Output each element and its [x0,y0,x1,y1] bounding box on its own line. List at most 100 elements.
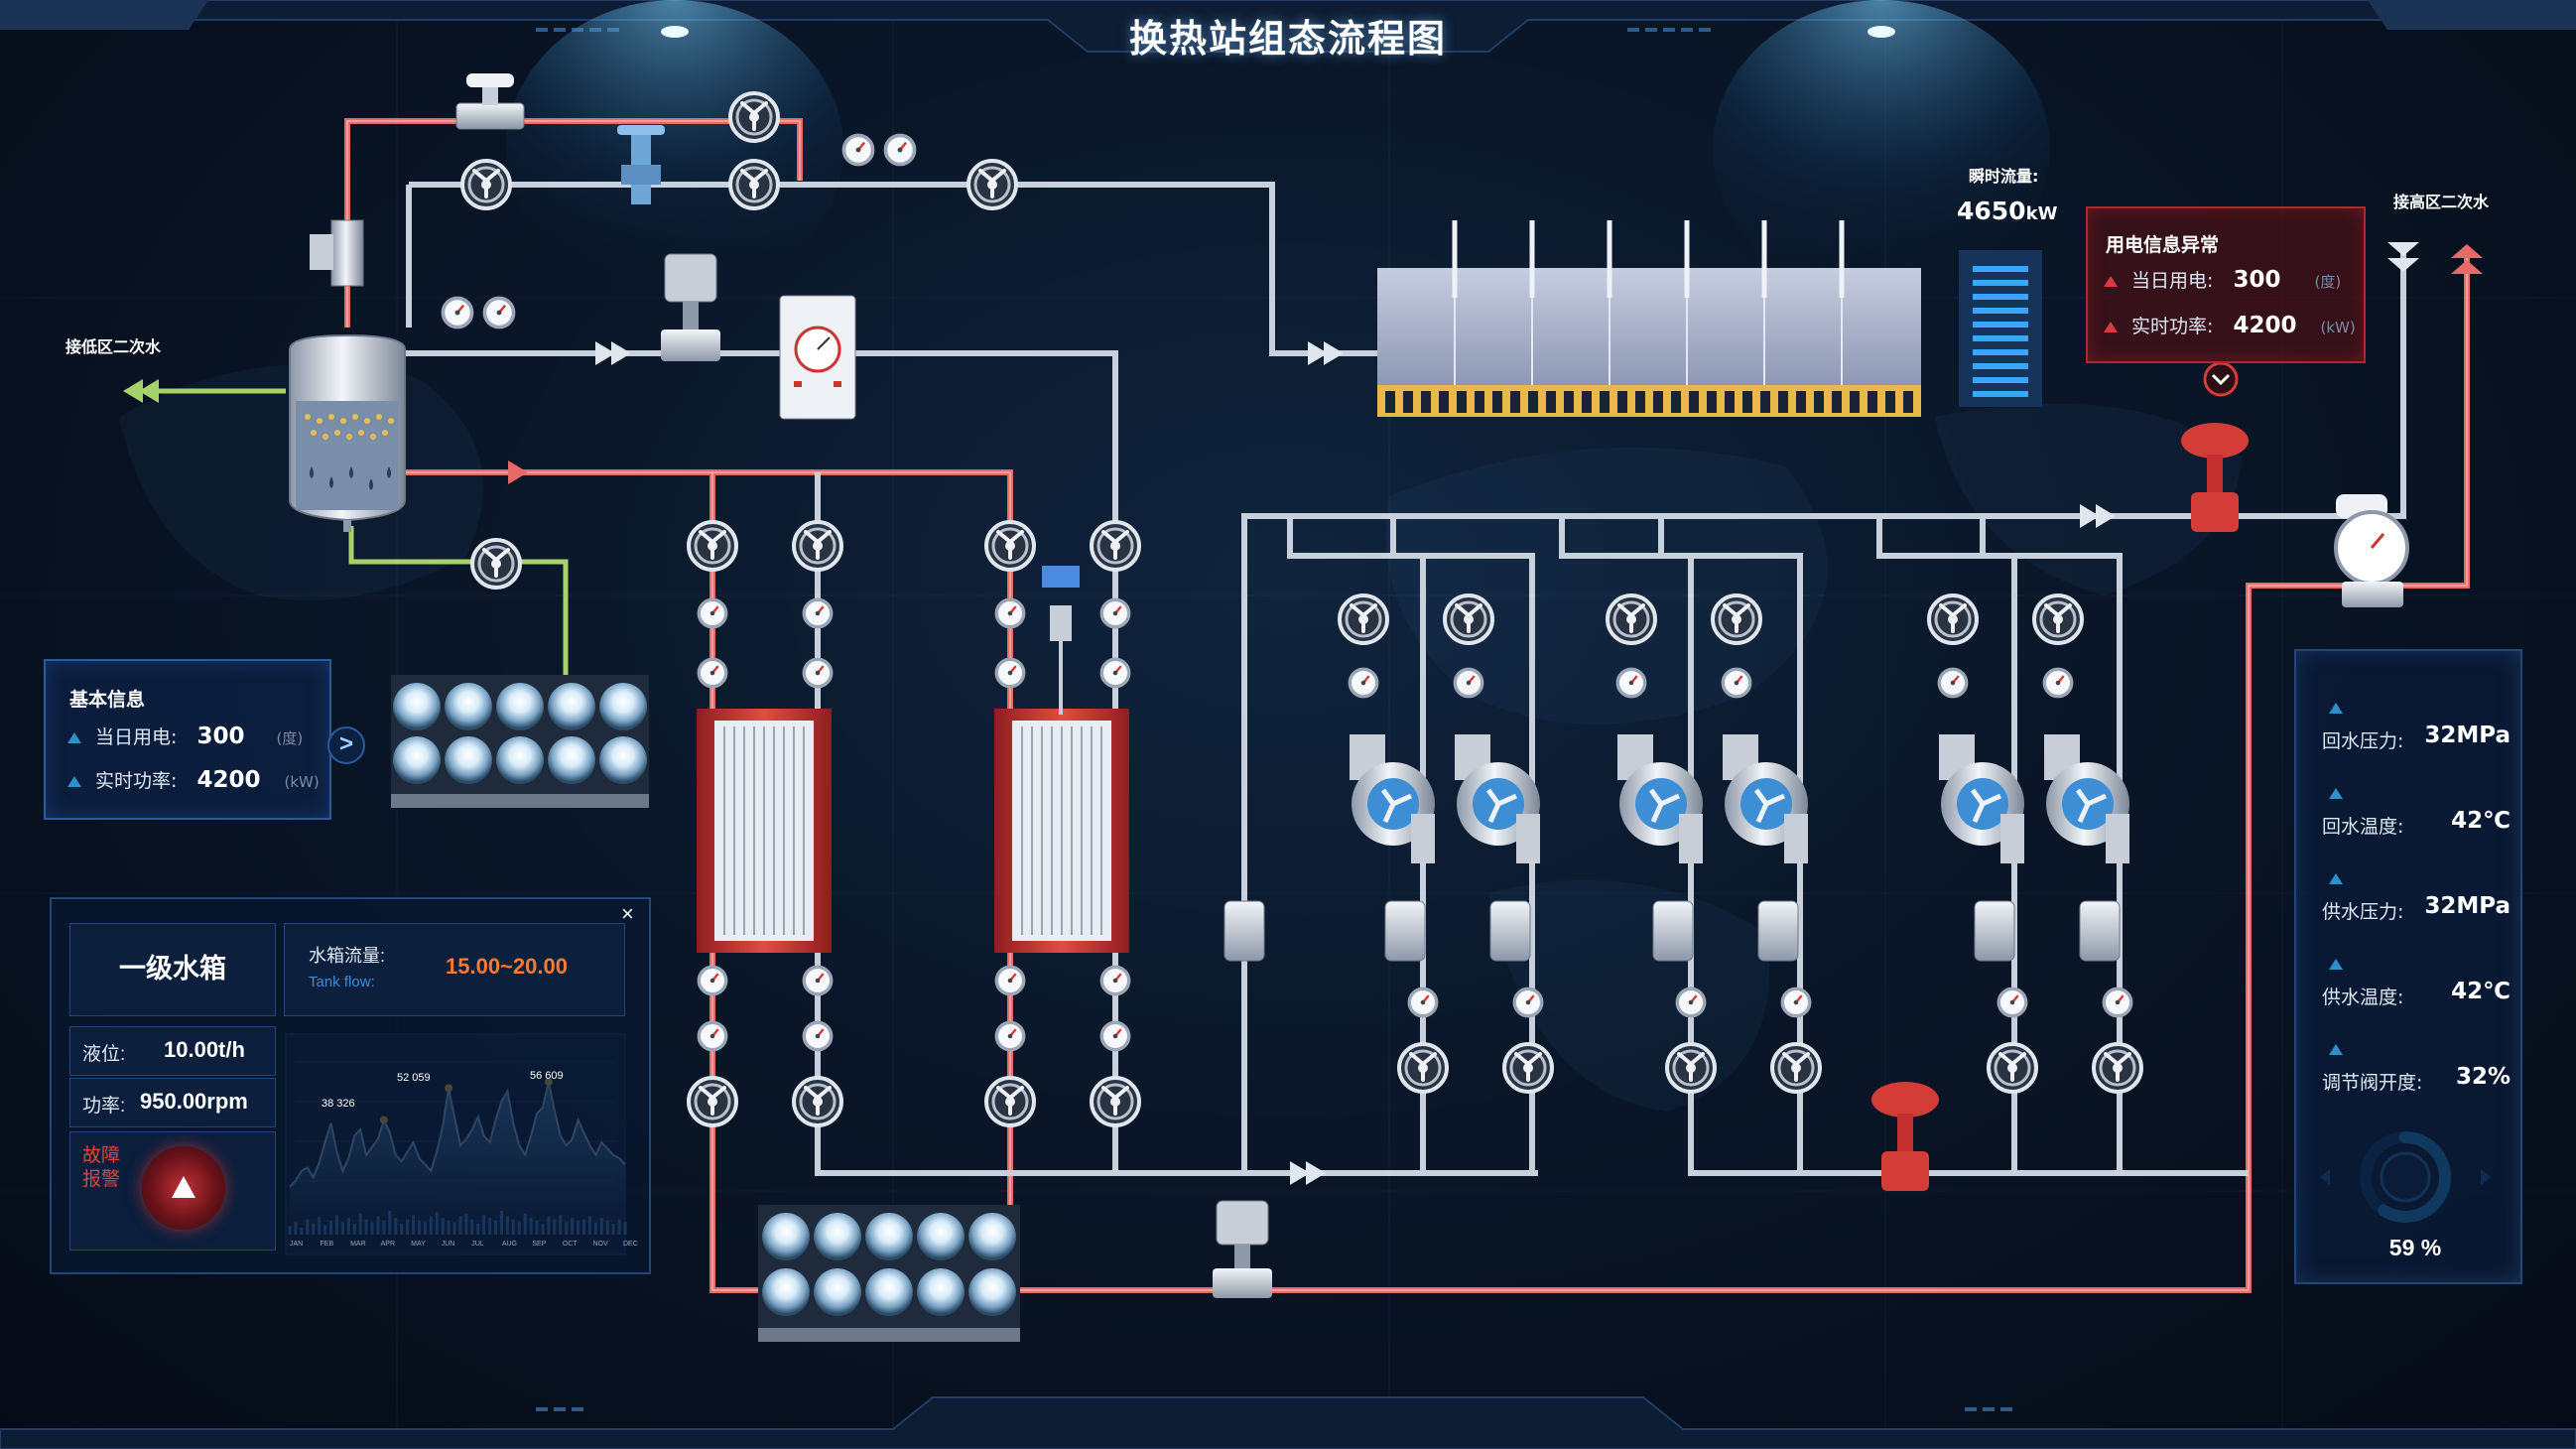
level-label: 液位: [82,1044,126,1065]
chart-x-tick: JAN [290,1241,304,1248]
chart-x-tick: NOV [592,1241,608,1248]
power-box: 功率: 950.00rpm [69,1078,276,1127]
chevron-right-icon[interactable]: > [327,726,365,764]
basic-info-title: 基本信息 [69,689,146,711]
control-valve-icon[interactable] [661,253,720,361]
alarm-info-panel: 用电信息异常 当日用电: 300 (度) 实时功率: 4200 (kW) [2086,206,2366,363]
pressure-gauge-icon [841,133,875,167]
chart-x-tick: FEB [320,1241,334,1248]
fault-alarm-box: 故障报警 [69,1131,276,1251]
alarm-daily-power-value: 300 [2233,267,2281,293]
low-zone-label: 接低区二次水 [65,337,162,356]
tank-flow-sublabel: Tank flow: [309,974,375,990]
return-pressure-label: 回水压力: [2322,730,2404,752]
supply-pressure-label: 供水压力: [2322,901,2404,923]
chart-x-tick: APR [380,1241,396,1248]
green-pipes [139,388,569,675]
power-label: 功率: [82,1096,126,1117]
supply-temp-value: 42℃ [2451,979,2511,1004]
check-valves[interactable] [1224,900,2121,962]
flow-arrows [595,341,2116,1185]
tank-flow-box: 水箱流量: Tank flow: 15.00~20.00 [284,923,625,1016]
alarm-power-rate-value: 4200 [2233,313,2297,338]
gate-valve-icon[interactable] [455,73,525,130]
return-pressure-value: 32MPa [2424,723,2511,748]
heat-exchanger-icon [697,709,832,953]
basic-daily-power-value: 300 [196,724,245,749]
radiator-bank-icon [1377,220,1921,417]
separator-tank-icon[interactable] [289,219,406,532]
basic-info-panel: 基本信息 当日用电: 300 (度) 实时功率: 4200 (kW) [44,659,331,820]
basic-power-rate-row: 实时功率: 4200 (kW) [67,766,320,793]
spotlight-right [1713,0,2050,298]
alarm-power-rate-unit: (kW) [2320,319,2356,336]
water-tank-icon [391,675,649,808]
pump-icons[interactable] [1350,734,2129,863]
return-temp-label: 回水温度: [2322,816,2404,838]
close-icon[interactable]: × [621,901,634,926]
basic-power-rate-unit: (kW) [284,773,320,791]
basic-daily-power-label: 当日用电: [95,726,178,748]
red-control-valve-icon[interactable] [2181,423,2249,532]
blue-valve-icon[interactable] [617,125,665,204]
alarm-daily-power-label: 当日用电: [2131,270,2214,292]
return-temp-row: 回水温度: 42℃ [2322,808,2511,839]
supply-temp-label: 供水温度: [2322,987,2404,1008]
level-box: 液位: 10.00t/h [69,1026,276,1076]
tank-name: 一级水箱 [69,923,276,1016]
valve-open-label: 调节阀开度: [2322,1072,2423,1094]
spotlight-left [506,0,843,298]
flow-meter-icon [2334,494,2409,607]
fault-alarm-label: 故障报警 [82,1145,121,1190]
chart-peak-label-1: 38 326 [322,1098,355,1110]
valve-open-row: 调节阀开度: 32% [2322,1064,2511,1095]
basic-power-rate-label: 实时功率: [95,770,178,792]
alarm-power-rate-label: 实时功率: [2131,316,2214,337]
high-zone-label: 接高区二次水 [2393,193,2490,211]
chart-peak-label-2: 52 059 [397,1072,431,1084]
chart-x-tick: OCT [562,1241,578,1248]
control-valve-icon[interactable] [1213,1200,1272,1298]
chart-x-tick: JUL [471,1241,484,1248]
footer-frame [0,1396,2576,1449]
page-title: 换热站组态流程图 [1128,17,1447,61]
alarm-power-rate-row: 实时功率: 4200 (kW) [2104,312,2356,338]
alarm-icon[interactable] [142,1146,225,1230]
temperature-controller-icon[interactable] [779,295,856,420]
supply-temp-row: 供水温度: 42℃ [2322,979,2511,1009]
alarm-marker-icon[interactable] [2203,361,2239,397]
valve-open-value: 32% [2455,1064,2511,1090]
alarm-info-title: 用电信息异常 [2106,234,2220,256]
low-zone-arrow [123,379,159,403]
chart-x-tick: JUN [441,1241,455,1248]
chart-x-tick: MAY [411,1241,426,1248]
alarm-daily-power-row: 当日用电: 300 (度) [2104,266,2341,293]
chart-x-tick: MAR [350,1241,366,1248]
flow-level-indicator [1959,250,2042,407]
chart-x-tick: DEC [623,1241,638,1248]
level-value: 10.00t/h [164,1037,245,1062]
return-pressure-row: 回水压力: 32MPa [2322,723,2511,753]
chart-x-tick: SEP [532,1241,547,1248]
chart-peak-label-3: 56 609 [530,1070,564,1082]
basic-daily-power-unit: (度) [276,729,304,747]
return-temp-value: 42℃ [2451,808,2511,834]
alarm-daily-power-unit: (度) [2314,273,2342,291]
supply-pressure-value: 32MPa [2424,893,2511,919]
basic-power-rate-value: 4200 [196,767,261,793]
heat-exchanger-icon [994,566,1129,953]
power-value: 950.00rpm [140,1089,248,1114]
flow-rate-label: 瞬时流量: [1969,167,2039,186]
pressure-gauge-icon [883,133,917,167]
gauge-percent-text: 59 % [2388,1235,2442,1260]
pressure-gauge-icon [482,296,516,329]
basic-daily-power-row: 当日用电: 300 (度) [67,723,303,749]
red-control-valve-icon[interactable] [1871,1082,1939,1191]
pressure-gauge-icon [441,296,474,329]
high-zone-arrows [2387,242,2483,274]
supply-pressure-row: 供水压力: 32MPa [2322,893,2511,924]
tank-flow-label: 水箱流量: [309,946,386,966]
tank-flow-value: 15.00~20.00 [446,954,568,979]
